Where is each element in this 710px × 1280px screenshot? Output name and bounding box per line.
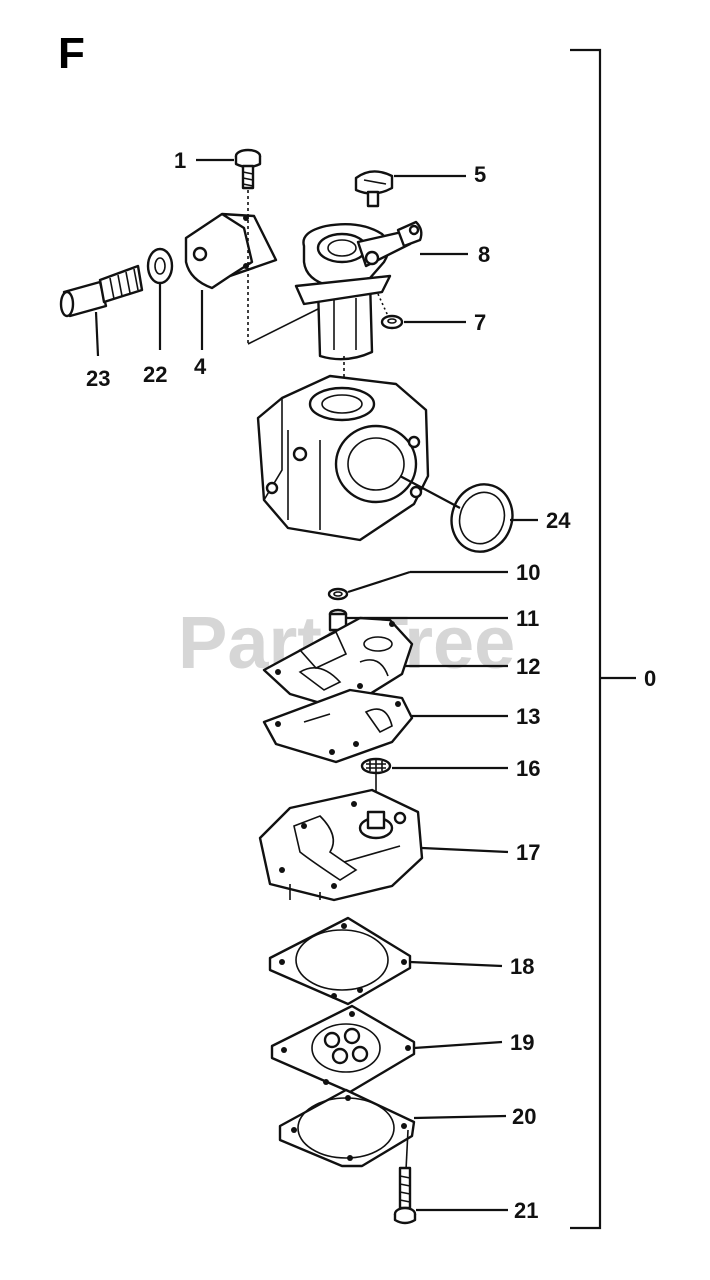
part-label-8[interactable]: 8 — [478, 242, 490, 267]
part-16-filter-screen — [360, 757, 392, 775]
part-label-4[interactable]: 4 — [194, 354, 207, 379]
part-label-18[interactable]: 18 — [510, 954, 534, 979]
part-label-5[interactable]: 5 — [474, 162, 486, 187]
assembly-label: 0 — [644, 666, 656, 691]
part-label-11[interactable]: 11 — [516, 606, 539, 631]
part-label-10[interactable]: 10 — [516, 560, 540, 585]
part-13-gasket — [262, 688, 414, 764]
part-label-17[interactable]: 17 — [516, 840, 540, 865]
section-letter: F — [58, 29, 85, 78]
alignment-line-7 — [377, 293, 389, 317]
part-label-7[interactable]: 7 — [474, 310, 486, 335]
part-label-1[interactable]: 1 — [174, 148, 186, 173]
part-label-12[interactable]: 12 — [516, 654, 540, 679]
part-label-13[interactable]: 13 — [516, 704, 540, 729]
part-label-23[interactable]: 23 — [86, 366, 110, 391]
throttle-shaft-assembly — [294, 220, 423, 361]
leader-line-23 — [94, 311, 100, 357]
part-5-screw — [354, 170, 394, 208]
leader-line-20 — [413, 1114, 507, 1120]
leader-line-17 — [421, 846, 509, 854]
alignment-line-20 — [405, 1129, 409, 1171]
assembly-bracket — [570, 48, 636, 1230]
part-label-16[interactable]: 16 — [516, 756, 540, 781]
part-label-19[interactable]: 19 — [510, 1030, 534, 1055]
part-21-screw — [393, 1166, 417, 1225]
part-22-nut — [146, 247, 174, 285]
part-17-pump-body — [258, 788, 424, 902]
part-11-valve-pin — [328, 608, 348, 632]
part-23-adjusting-screw — [59, 264, 144, 318]
leader-line-19 — [413, 1040, 503, 1050]
alignment-line-24 — [399, 475, 461, 509]
part-19-pump-diaphragm — [270, 1004, 416, 1094]
part-7-washer — [380, 314, 404, 330]
part-20-cover — [278, 1088, 416, 1168]
part-12-metering-plate — [262, 616, 414, 712]
part-10-o-ring — [327, 587, 349, 601]
part-label-22[interactable]: 22 — [143, 362, 167, 387]
leader-line-18 — [409, 960, 503, 968]
leader-line-10-a — [347, 570, 411, 594]
carburetor-body — [256, 374, 430, 542]
part-1-screw — [234, 148, 262, 190]
part-label-24[interactable]: 24 — [546, 508, 571, 533]
part-18-gasket — [268, 916, 412, 1006]
part-24-gasket-ring — [450, 483, 514, 553]
part-label-21[interactable]: 21 — [514, 1198, 538, 1223]
part-label-20[interactable]: 20 — [512, 1104, 536, 1129]
part-4-bracket — [184, 212, 278, 290]
